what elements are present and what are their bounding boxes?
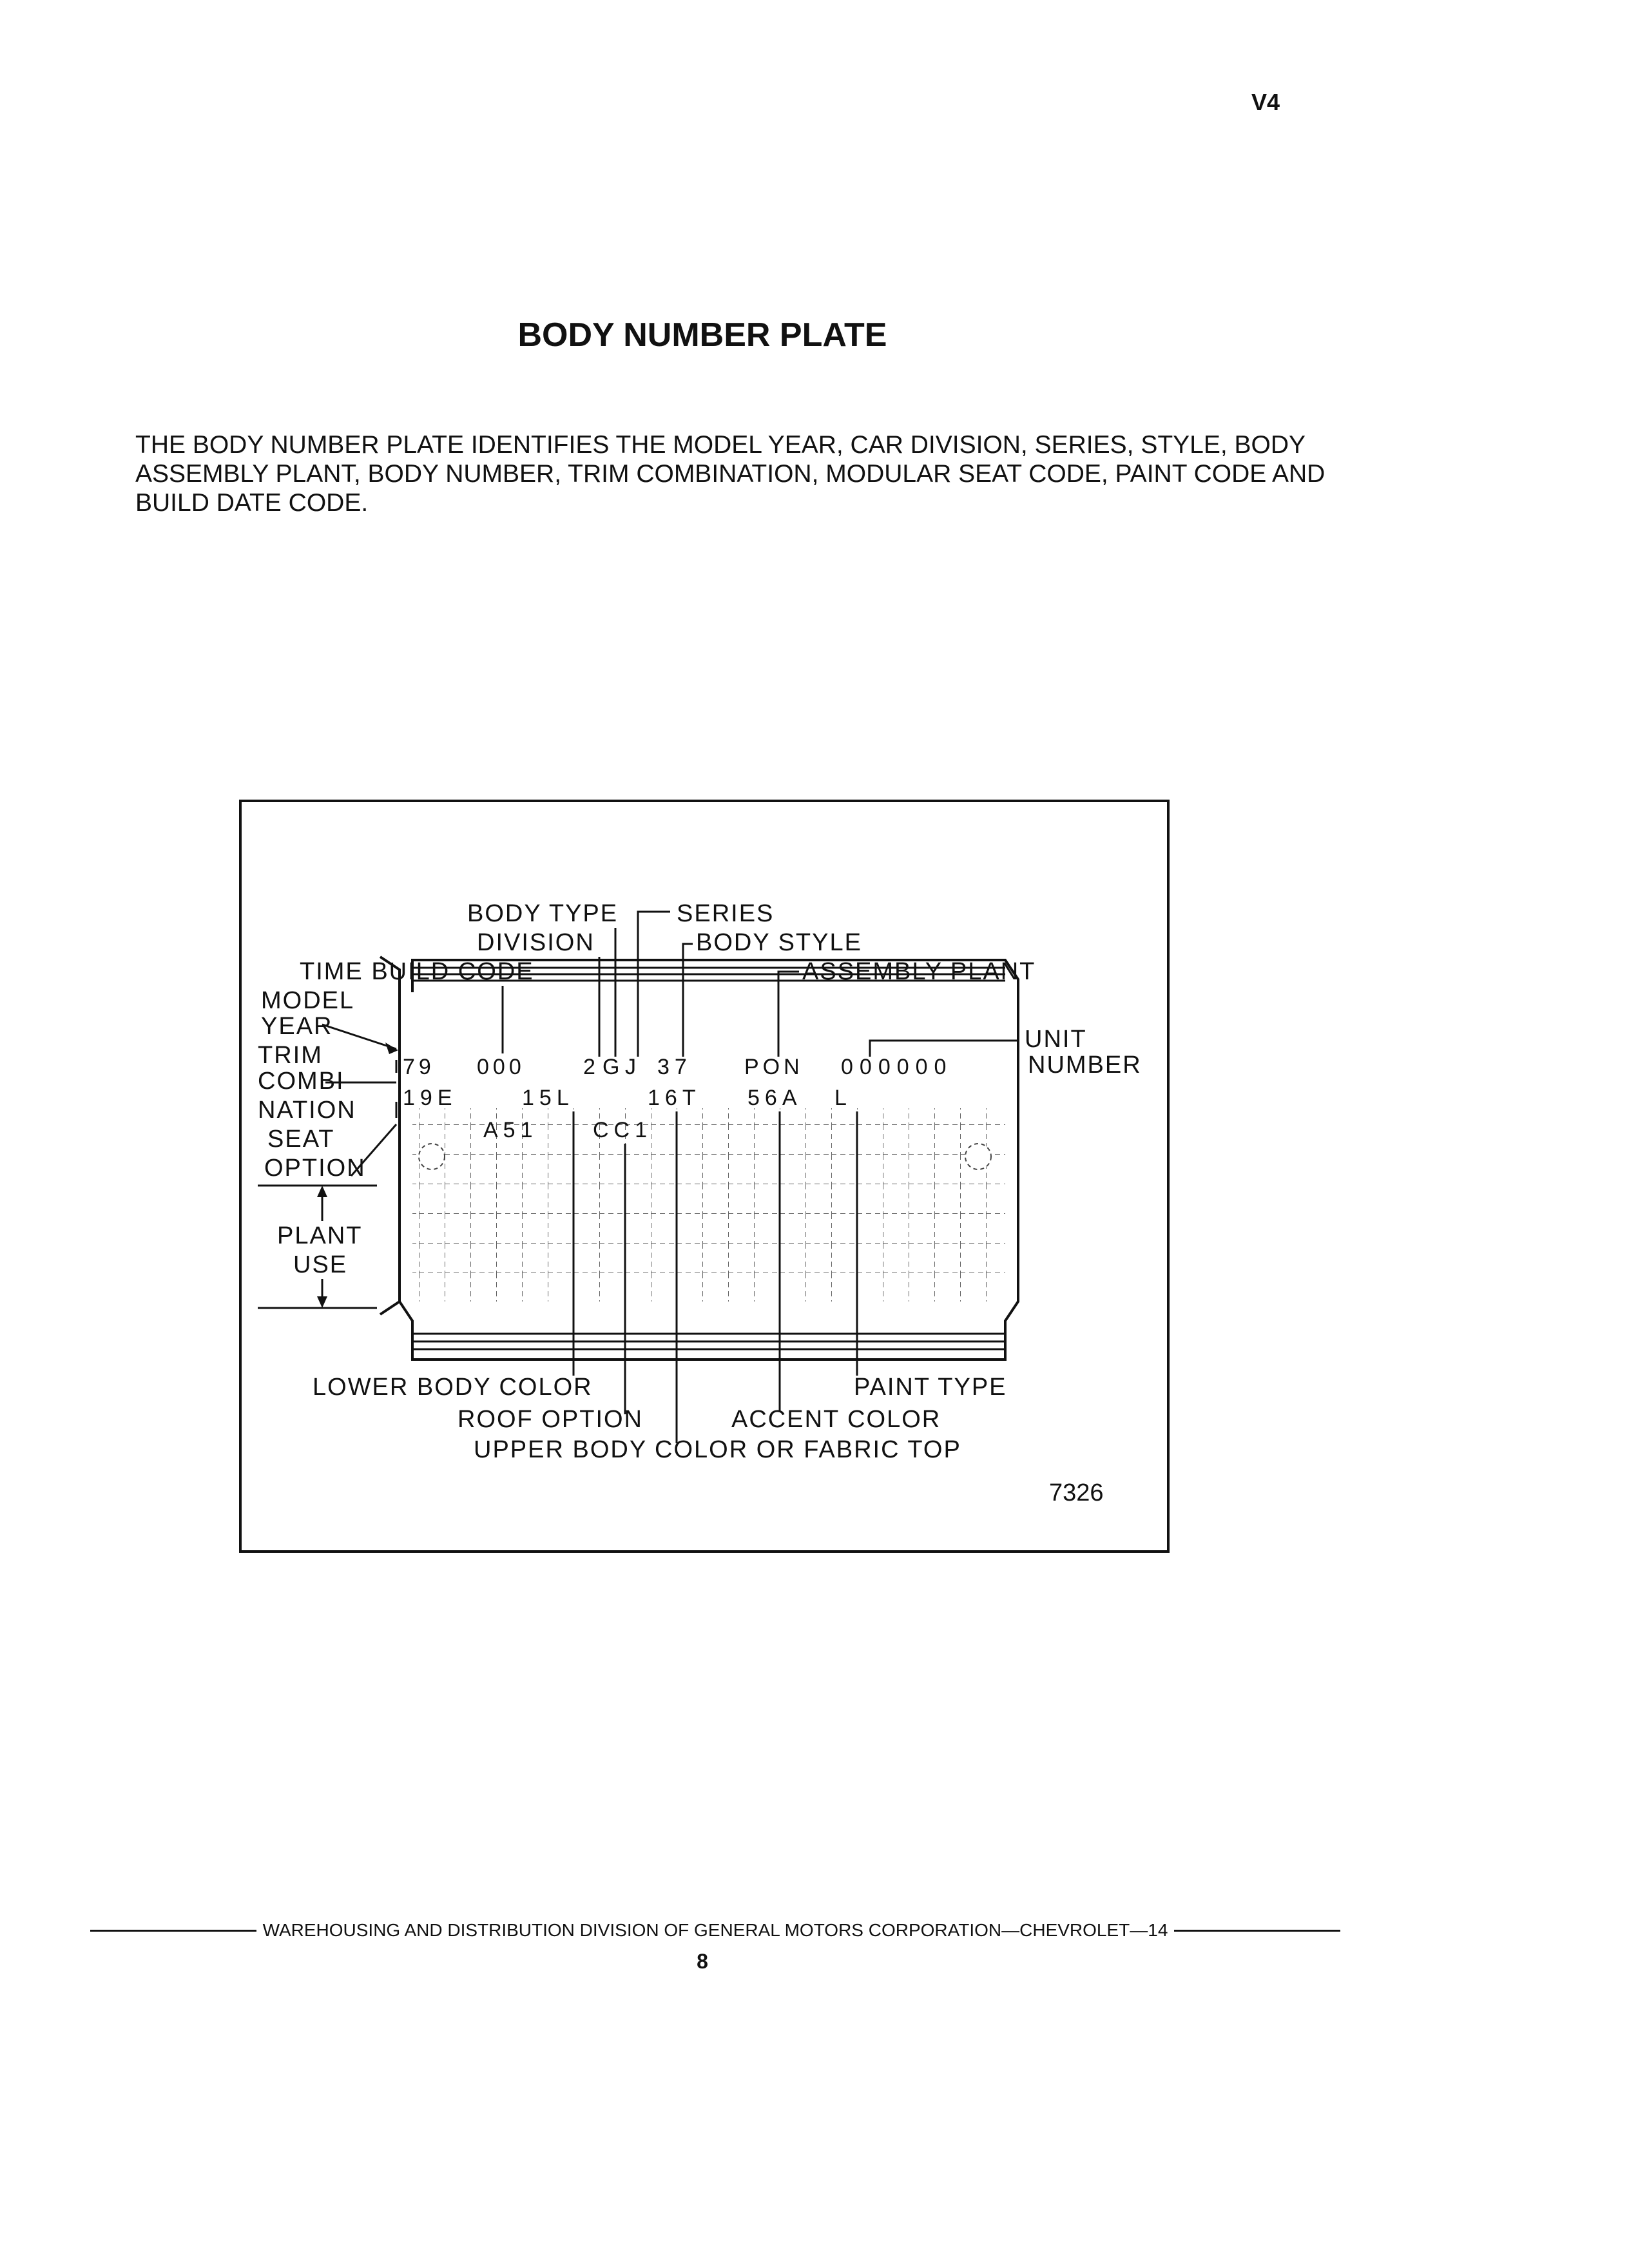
label-year: YEAR	[261, 1013, 333, 1040]
arrow-heads	[317, 1043, 398, 1308]
plate-outline	[379, 956, 1019, 1361]
label-seat: SEAT	[267, 1126, 334, 1153]
footer-rule-right	[1174, 1929, 1340, 1932]
label-lower-body-color: LOWER BODY COLOR	[313, 1374, 593, 1401]
body-number-plate-diagram: BODY TYPE SERIES DIVISION BODY STYLE TIM…	[239, 800, 1170, 1553]
label-assembly-plant: ASSEMBLY PLANT	[802, 958, 1036, 985]
footer-text: WAREHOUSING AND DISTRIBUTION DIVISION OF…	[262, 1920, 1168, 1940]
code-model-year: 79	[403, 1055, 435, 1079]
label-upper-body-color: UPPER BODY COLOR OR FABRIC TOP	[474, 1436, 961, 1463]
label-combi: COMBI-	[258, 1068, 354, 1095]
page-code: V4	[1251, 89, 1280, 115]
code-series: J	[625, 1055, 636, 1079]
label-plant: PLANT	[277, 1222, 362, 1249]
plant-use-grid	[412, 1108, 1005, 1302]
code-body-style: 37	[657, 1055, 692, 1079]
code-lower-body-color: 15L	[522, 1086, 574, 1110]
plate-ribs	[412, 966, 1005, 1350]
mounting-hole-left	[418, 1143, 445, 1170]
leader-lines	[258, 910, 1018, 1443]
label-time-build-code: TIME BUILD CODE	[300, 958, 534, 985]
label-trim: TRIM	[258, 1042, 323, 1069]
code-body-type: G	[602, 1055, 619, 1079]
page-number: 8	[697, 1950, 708, 1973]
label-model: MODEL	[261, 987, 354, 1014]
code-roof-option: CC1	[593, 1118, 652, 1142]
label-roof-option: ROOF OPTION	[458, 1406, 643, 1433]
code-assembly-plant: PON	[744, 1055, 804, 1079]
label-body-style: BODY STYLE	[696, 929, 862, 956]
label-division: DIVISION	[477, 929, 595, 956]
label-use: USE	[293, 1251, 347, 1278]
code-upper-body-color: 16T	[648, 1086, 701, 1110]
page-title: BODY NUMBER PLATE	[517, 316, 887, 354]
label-nation: NATION	[258, 1097, 356, 1124]
intro-paragraph: THE BODY NUMBER PLATE IDENTIFIES THE MOD…	[135, 431, 1325, 517]
label-accent-color: ACCENT COLOR	[731, 1406, 941, 1433]
code-paint-type: L	[834, 1086, 847, 1110]
figure-number: 7326	[1049, 1479, 1104, 1506]
code-trim: 19E	[403, 1086, 458, 1110]
label-option: OPTION	[264, 1155, 366, 1182]
label-paint-type: PAINT TYPE	[854, 1374, 1007, 1401]
code-unit-number: 000000	[841, 1055, 952, 1079]
label-body-type: BODY TYPE	[467, 900, 618, 927]
footer: WAREHOUSING AND DISTRIBUTION DIVISION OF…	[90, 1919, 1340, 1942]
code-time-build: 000	[477, 1055, 525, 1079]
code-seat-option: A51	[483, 1118, 538, 1142]
label-number: NUMBER	[1028, 1052, 1142, 1079]
code-division: 2	[583, 1055, 595, 1079]
mounting-hole-right	[965, 1143, 992, 1170]
code-accent-color: 56A	[747, 1086, 802, 1110]
figure-frame	[239, 800, 1170, 1553]
label-series: SERIES	[677, 900, 774, 927]
label-unit: UNIT	[1025, 1026, 1087, 1053]
footer-rule-left	[90, 1929, 256, 1932]
